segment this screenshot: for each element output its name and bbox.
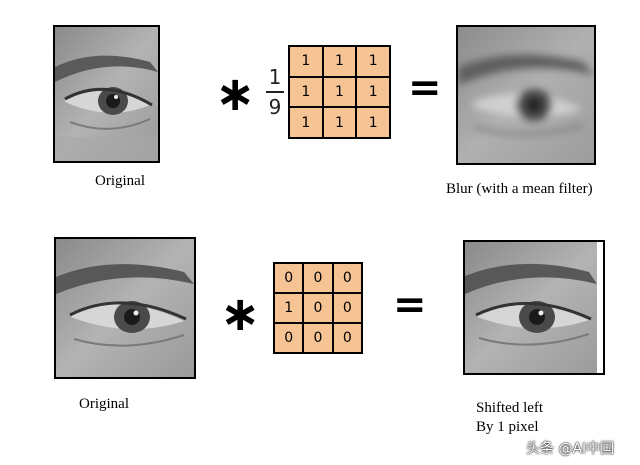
caption-original-top: Original: [95, 173, 145, 189]
kernel-cell: 1: [289, 46, 323, 77]
convolution-operator-top: ∗: [215, 66, 256, 122]
convolution-operator-bottom: ∗: [220, 286, 261, 342]
kernel-cell: 0: [332, 263, 362, 293]
kernel-cell: 0: [303, 293, 333, 323]
kernel-cell: 1: [322, 107, 357, 138]
kernel-cell: 0: [332, 323, 362, 353]
kernel-cell: 1: [356, 76, 390, 108]
kernel-cell: 1: [289, 107, 323, 138]
caption-blur: Blur (with a mean filter): [446, 181, 593, 197]
kernel-cell: 0: [303, 323, 333, 353]
caption-shifted-line2: By 1 pixel: [476, 419, 539, 435]
fraction-bar: [266, 91, 284, 93]
fraction-denominator: 9: [268, 95, 282, 119]
kernel-cell: 1: [289, 76, 323, 108]
kernel-cell: 1: [356, 46, 390, 77]
shifted-eye-image: [463, 240, 605, 375]
mean-filter-kernel: 1 1 1 1 1 1 1 1 1: [288, 45, 391, 139]
kernel-cell: 1: [322, 76, 357, 108]
kernel-cell: 0: [303, 263, 333, 293]
watermark-text: 头条 @AI中国: [526, 441, 615, 457]
kernel-cell: 1: [322, 46, 357, 77]
shift-kernel: 0 0 0 1 0 0 0 0 0: [273, 262, 363, 354]
kernel-cell: 0: [274, 263, 304, 293]
original-eye-image-bottom: [54, 237, 196, 379]
caption-original-bottom: Original: [79, 396, 129, 412]
blurred-eye-image: [456, 25, 596, 165]
kernel-cell: 0: [332, 293, 362, 323]
equals-operator-top: =: [408, 65, 442, 111]
kernel-cell: 1: [274, 293, 304, 323]
kernel-cell: 1: [356, 107, 390, 138]
kernel-cell: 0: [274, 323, 304, 353]
equals-operator-bottom: =: [393, 282, 427, 328]
original-eye-image-top: [53, 25, 160, 163]
fraction-numerator: 1: [268, 65, 282, 89]
caption-shifted-line1: Shifted left: [476, 400, 544, 416]
